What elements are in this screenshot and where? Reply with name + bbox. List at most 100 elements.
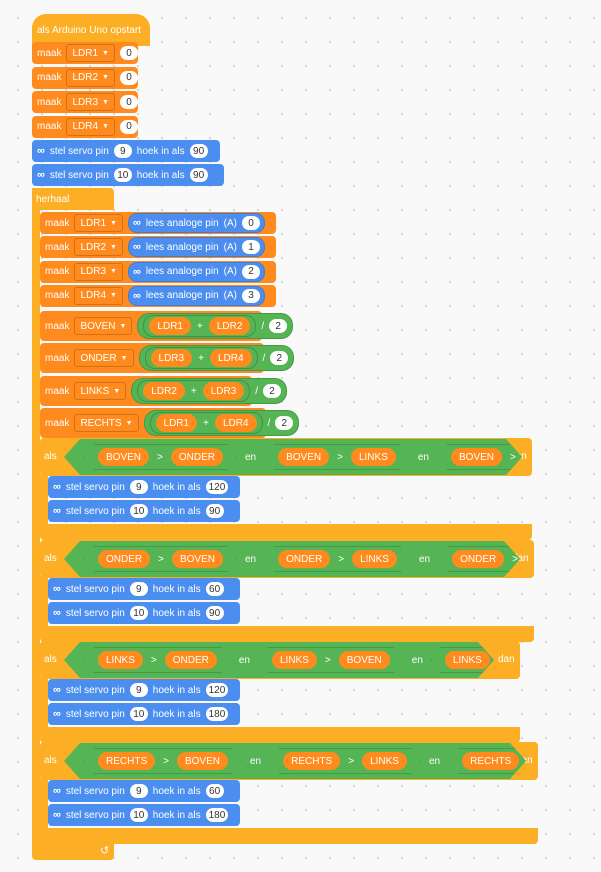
divide-block[interactable]: LDR1+LDR4/2: [143, 410, 300, 436]
variable-dropdown[interactable]: LDR2▼: [66, 68, 115, 87]
servo-angle-input[interactable]: 180: [205, 808, 229, 822]
variable-dropdown[interactable]: BOVEN▼: [74, 317, 133, 335]
variable-dropdown[interactable]: LDR4▼: [66, 117, 115, 136]
variable-reporter[interactable]: LDR4: [209, 349, 252, 367]
servo-pin-input[interactable]: 10: [129, 606, 148, 620]
analog-pin-input[interactable]: 1: [242, 240, 260, 255]
variable-reporter[interactable]: LDR4: [214, 414, 257, 432]
compare-block[interactable]: BOVEN>ONDER: [84, 444, 237, 470]
variable-reporter[interactable]: LINKS: [351, 448, 396, 466]
servo-pin-input[interactable]: 10: [113, 168, 132, 182]
variable-reporter[interactable]: BOVEN: [339, 651, 390, 669]
variable-reporter[interactable]: RECHTS: [98, 752, 155, 770]
value-input[interactable]: 0: [119, 119, 138, 134]
variable-reporter[interactable]: RECHTS: [512, 651, 569, 669]
servo-pin-input[interactable]: 9: [129, 683, 148, 697]
compare-block[interactable]: LINKS>BOVEN: [258, 647, 404, 673]
servo-angle-input[interactable]: 90: [189, 168, 208, 182]
variable-reporter[interactable]: LINKS: [362, 752, 407, 770]
servo-pin-input[interactable]: 9: [129, 582, 148, 596]
compare-block[interactable]: RECHTS>BOVEN: [84, 748, 242, 774]
compare-block[interactable]: RECHTS>LINKS: [269, 748, 421, 774]
value-input[interactable]: 0: [119, 70, 138, 85]
variable-reporter[interactable]: LDR2: [143, 382, 185, 400]
servo-angle-input[interactable]: 120: [205, 480, 229, 494]
variable-reporter[interactable]: LINKS: [352, 550, 397, 568]
variable-dropdown[interactable]: LDR1▼: [66, 44, 115, 62]
variable-dropdown[interactable]: LDR3▼: [66, 93, 115, 111]
variable-reporter[interactable]: LINKS: [272, 651, 317, 669]
value-input[interactable]: 0: [119, 95, 138, 109]
add-block[interactable]: LDR2+LDR3: [137, 380, 251, 402]
analog-read-block[interactable]: ∞lees analoge pin(A)1: [127, 237, 265, 258]
servo-angle-input[interactable]: 180: [205, 707, 229, 721]
analog-read-block[interactable]: ∞lees analoge pin(A)0: [127, 213, 265, 233]
compare-block[interactable]: BOVEN>LINKS: [264, 444, 410, 470]
variable-reporter[interactable]: RECHTS: [526, 550, 583, 568]
compare-block[interactable]: ONDER>BOVEN: [84, 546, 237, 572]
variable-reporter[interactable]: ONDER: [171, 448, 223, 466]
servo-pin-input[interactable]: 10: [129, 504, 148, 518]
servo-angle-input[interactable]: 120: [205, 683, 229, 697]
variable-reporter[interactable]: RECHTS: [462, 752, 519, 770]
variable-reporter[interactable]: LINKS: [445, 651, 490, 669]
servo-pin-input[interactable]: 9: [129, 784, 148, 798]
variable-dropdown[interactable]: LDR4▼: [74, 286, 123, 305]
variable-reporter[interactable]: LDR1: [149, 317, 191, 335]
add-block[interactable]: LDR1+LDR2: [143, 315, 257, 337]
variable-reporter[interactable]: ONDER: [541, 752, 593, 770]
variable-reporter[interactable]: BOVEN: [177, 752, 228, 770]
analog-pin-input[interactable]: 3: [242, 288, 260, 303]
variable-dropdown[interactable]: LDR2▼: [74, 238, 123, 257]
servo-angle-input[interactable]: 90: [205, 606, 224, 620]
divisor-input[interactable]: 2: [269, 319, 288, 333]
loop-block[interactable]: [32, 188, 114, 210]
analog-pin-input[interactable]: 0: [242, 216, 260, 230]
divisor-input[interactable]: 2: [263, 384, 282, 398]
variable-dropdown[interactable]: LDR1▼: [74, 214, 123, 232]
servo-pin-input[interactable]: 9: [113, 144, 132, 158]
servo-angle-input[interactable]: 60: [205, 784, 224, 798]
hat-block[interactable]: [32, 14, 150, 46]
variable-reporter[interactable]: BOVEN: [172, 550, 223, 568]
divisor-input[interactable]: 2: [275, 416, 294, 430]
divide-block[interactable]: LDR3+LDR4/2: [138, 345, 295, 371]
variable-reporter[interactable]: BOVEN: [451, 448, 502, 466]
analog-pin-input[interactable]: 2: [242, 264, 260, 279]
variable-reporter[interactable]: BOVEN: [98, 448, 149, 466]
variable-reporter[interactable]: LDR2: [208, 317, 251, 335]
divide-block[interactable]: LDR1+LDR2/2: [137, 313, 294, 339]
servo-angle-input[interactable]: 90: [189, 144, 208, 158]
variable-reporter[interactable]: LINKS: [98, 651, 143, 669]
variable-reporter[interactable]: LDR3: [202, 382, 245, 400]
servo-angle-input[interactable]: 90: [205, 504, 224, 518]
divide-block[interactable]: LDR2+LDR3/2: [131, 378, 288, 404]
variable-reporter[interactable]: ONDER: [98, 550, 150, 568]
analog-read-block[interactable]: ∞lees analoge pin(A)3: [127, 285, 265, 306]
servo-pin-input[interactable]: 10: [129, 808, 148, 822]
servo-pin-input[interactable]: 9: [129, 480, 148, 494]
servo-angle-input[interactable]: 60: [205, 582, 224, 596]
variable-dropdown[interactable]: RECHTS▼: [74, 414, 139, 432]
divisor-input[interactable]: 2: [270, 351, 289, 365]
